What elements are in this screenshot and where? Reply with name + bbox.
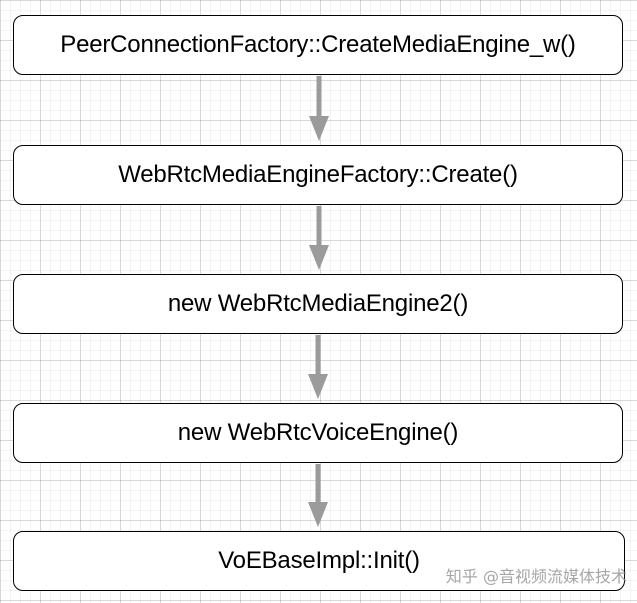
flow-node-label: new WebRtcVoiceEngine()	[177, 419, 459, 446]
flow-node-new-media-engine2: new WebRtcMediaEngine2()	[13, 274, 623, 334]
flow-node-new-voice-engine: new WebRtcVoiceEngine()	[13, 403, 623, 463]
flow-node-label: new WebRtcMediaEngine2()	[167, 290, 469, 317]
flow-node-label: VoEBaseImpl::Init()	[218, 547, 420, 574]
flow-arrow-4	[308, 464, 328, 527]
flow-arrow-1	[309, 76, 329, 141]
flow-arrow-3	[308, 335, 328, 399]
watermark-text: 知乎 @音视频流媒体技术	[445, 567, 627, 586]
flow-node-voe-base-init: VoEBaseImpl::Init()	[13, 531, 625, 591]
flow-node-media-engine-factory-create: WebRtcMediaEngineFactory::Create()	[13, 145, 623, 205]
flow-node-label: PeerConnectionFactory::CreateMediaEngine…	[60, 31, 576, 58]
flow-node-create-media-engine-w: PeerConnectionFactory::CreateMediaEngine…	[13, 15, 623, 75]
flow-node-label: WebRtcMediaEngineFactory::Create()	[118, 161, 518, 188]
flow-arrow-2	[309, 206, 329, 270]
